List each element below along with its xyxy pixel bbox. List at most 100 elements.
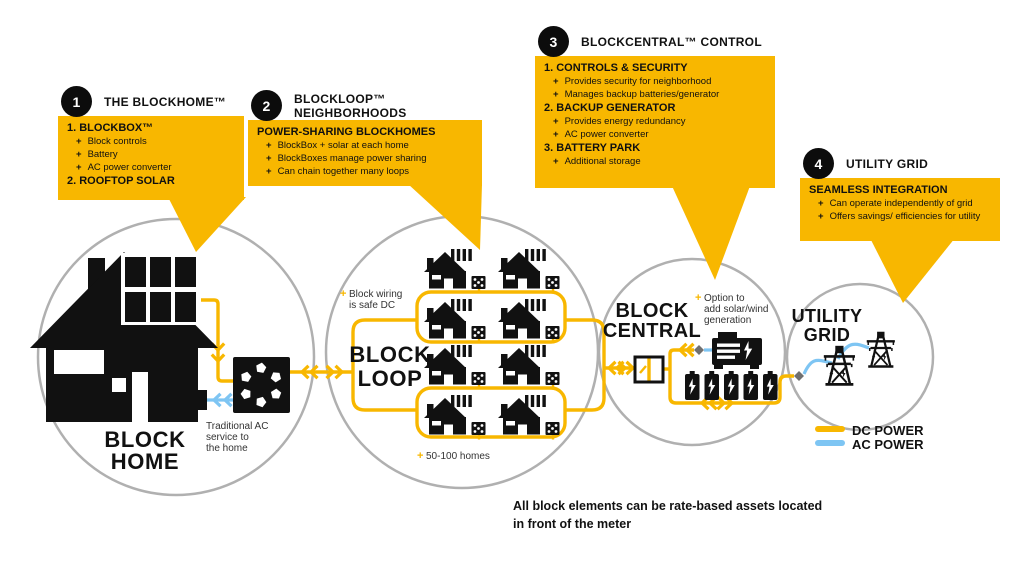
block-home-circle: [36, 217, 316, 497]
homes-count-note: 50-100 homes: [426, 451, 490, 462]
battery-icon: [724, 371, 739, 400]
callout-heading: SEAMLESS INTEGRATION: [809, 184, 948, 196]
list-item: + Can chain together many loops: [257, 165, 474, 178]
plus-bullet: +: [553, 89, 559, 100]
list-item: + Can operate independently of grid: [809, 197, 992, 210]
list-item-text: Provides security for neighborhood: [564, 76, 712, 87]
list-item-text: Manages backup batteries/generator: [564, 89, 720, 100]
callout-number-badge: 3: [538, 26, 569, 57]
list-item: + AC power converter: [544, 128, 767, 141]
control-switch-icon: [633, 355, 665, 384]
dc-wire-home-to-loop: [290, 364, 353, 380]
dc-power-label: DC POWER: [852, 423, 924, 438]
loop-rect-upper: [415, 290, 567, 344]
callout-number-badge: 2: [251, 90, 282, 121]
plus-bullet: +: [266, 140, 272, 151]
small-house-icon: [422, 247, 487, 295]
traditional-ac-note-line1: Traditional AC: [206, 421, 268, 432]
footer-note-line2: in front of the meter: [513, 517, 631, 531]
neighborhood-houses: [422, 247, 561, 441]
list-item: + Additional storage: [544, 155, 767, 168]
dc-wire-loop-to-central: [604, 360, 635, 376]
list-item-text: Can operate independently of grid: [829, 198, 973, 209]
traditional-ac-note-line2: service to: [206, 432, 249, 443]
transmission-tower-icon: [824, 346, 855, 385]
plus-bullet: +: [818, 198, 824, 209]
loop-rect-lower: [415, 386, 567, 439]
utility-grid-label-line1: UTILITY: [792, 306, 863, 326]
callout-title: UTILITY GRID: [846, 157, 929, 171]
block-central-circle: [597, 257, 787, 447]
callout-pointer-2: [408, 184, 482, 250]
block-loop-wiring: [351, 290, 606, 439]
solar-wind-note-line3: generation: [704, 315, 751, 326]
battery-park-icons: [685, 371, 778, 400]
battery-icon: [704, 371, 719, 400]
traditional-ac-note-line3: the home: [206, 443, 248, 454]
callout-body: SEAMLESS INTEGRATION + Can operate indepe…: [800, 178, 1000, 241]
block-loop-label-line2: LOOP: [358, 366, 423, 391]
callout-number-badge: 1: [61, 86, 92, 117]
list-item-text: Additional storage: [564, 156, 641, 167]
callout-body: 1. BLOCKBOX™ +Block controls +Battery +A…: [58, 116, 244, 200]
ac-wire-utility: [802, 342, 870, 375]
callout-pointer-1: [168, 197, 246, 252]
list-item: +Battery: [67, 148, 236, 161]
callout-heading: 1. CONTROLS & SECURITY: [544, 62, 688, 74]
ac-wire-home-service: [207, 392, 234, 408]
house-icon: [30, 252, 218, 422]
list-item-text: Battery: [87, 149, 118, 160]
small-house-icon: [496, 247, 561, 295]
connector-diamond-icon: [794, 371, 804, 381]
small-house-icon: [422, 343, 487, 391]
transmission-tower-icon: [867, 332, 895, 367]
list-item: +Block controls: [67, 135, 236, 148]
plus-bullet: +: [76, 162, 82, 173]
list-item-text: Offers savings/ efficiencies for utility: [829, 211, 981, 222]
list-item-text: BlockBox + solar at each home: [277, 140, 409, 151]
block-loop-label-line1: BLOCK: [349, 342, 430, 367]
small-house-icon: [496, 343, 561, 391]
block-wiring-note-line1: Block wiring: [349, 289, 402, 300]
plus-bullet: +: [266, 166, 272, 177]
callout-blockhome: 1 THE BLOCKHOME™ 1. BLOCKBOX™ +Block con…: [58, 86, 244, 200]
plus-marker: +: [417, 450, 423, 462]
plus-bullet: +: [553, 129, 559, 140]
list-item: +Provides energy redundancy: [544, 115, 767, 128]
callout-title-bar: 4 UTILITY GRID: [800, 148, 1000, 179]
small-house-icon: [496, 297, 561, 345]
list-item: + Manages backup batteries/generator: [544, 88, 767, 101]
callout-pointer-4: [870, 238, 955, 303]
list-item-text: AC power converter: [87, 162, 172, 173]
callout-number-badge: 4: [803, 148, 834, 179]
list-item-text: AC power converter: [564, 129, 649, 140]
callout-body: POWER-SHARING BLOCKHOMES +BlockBox + sol…: [248, 120, 482, 186]
battery-icon: [685, 371, 700, 400]
callout-heading: 2. ROOFTOP SOLAR: [67, 175, 175, 187]
plus-bullet: +: [76, 136, 82, 147]
list-item-text: BlockBoxes manage power sharing: [277, 153, 427, 164]
battery-icon: [743, 371, 758, 400]
list-item: + BlockBox + solar at each home: [257, 139, 474, 152]
list-item-text: Can chain together many loops: [277, 166, 410, 177]
callout-heading: 2. BACKUP GENERATOR: [544, 102, 676, 114]
callout-blockloop: 2 BLOCKLOOP™ NEIGHBORHOODS POWER-SHARING…: [248, 90, 482, 186]
solar-wind-note-line2: add solar/wind: [704, 304, 768, 315]
footer-note-line1: All block elements can be rate-based ass…: [513, 499, 822, 513]
legend: DC POWER AC POWER: [815, 423, 924, 452]
callout-title-bar: 2 BLOCKLOOP™ NEIGHBORHOODS: [248, 90, 482, 121]
plus-bullet: +: [553, 156, 559, 167]
list-item: + AC power converter: [67, 161, 236, 174]
block-central-label-line2: CENTRAL: [603, 320, 701, 342]
callout-title: THE BLOCKHOME™: [104, 95, 227, 109]
list-item: + BlockBoxes manage power sharing: [257, 152, 474, 165]
callout-number: 2: [262, 97, 271, 114]
plus-bullet: +: [818, 211, 824, 222]
small-house-icon: [422, 393, 487, 441]
plus-bullet: +: [266, 153, 272, 164]
callout-number: 1: [72, 93, 81, 110]
block-home-label-line2: HOME: [111, 449, 179, 474]
utility-grid-label-line2: GRID: [804, 325, 851, 345]
